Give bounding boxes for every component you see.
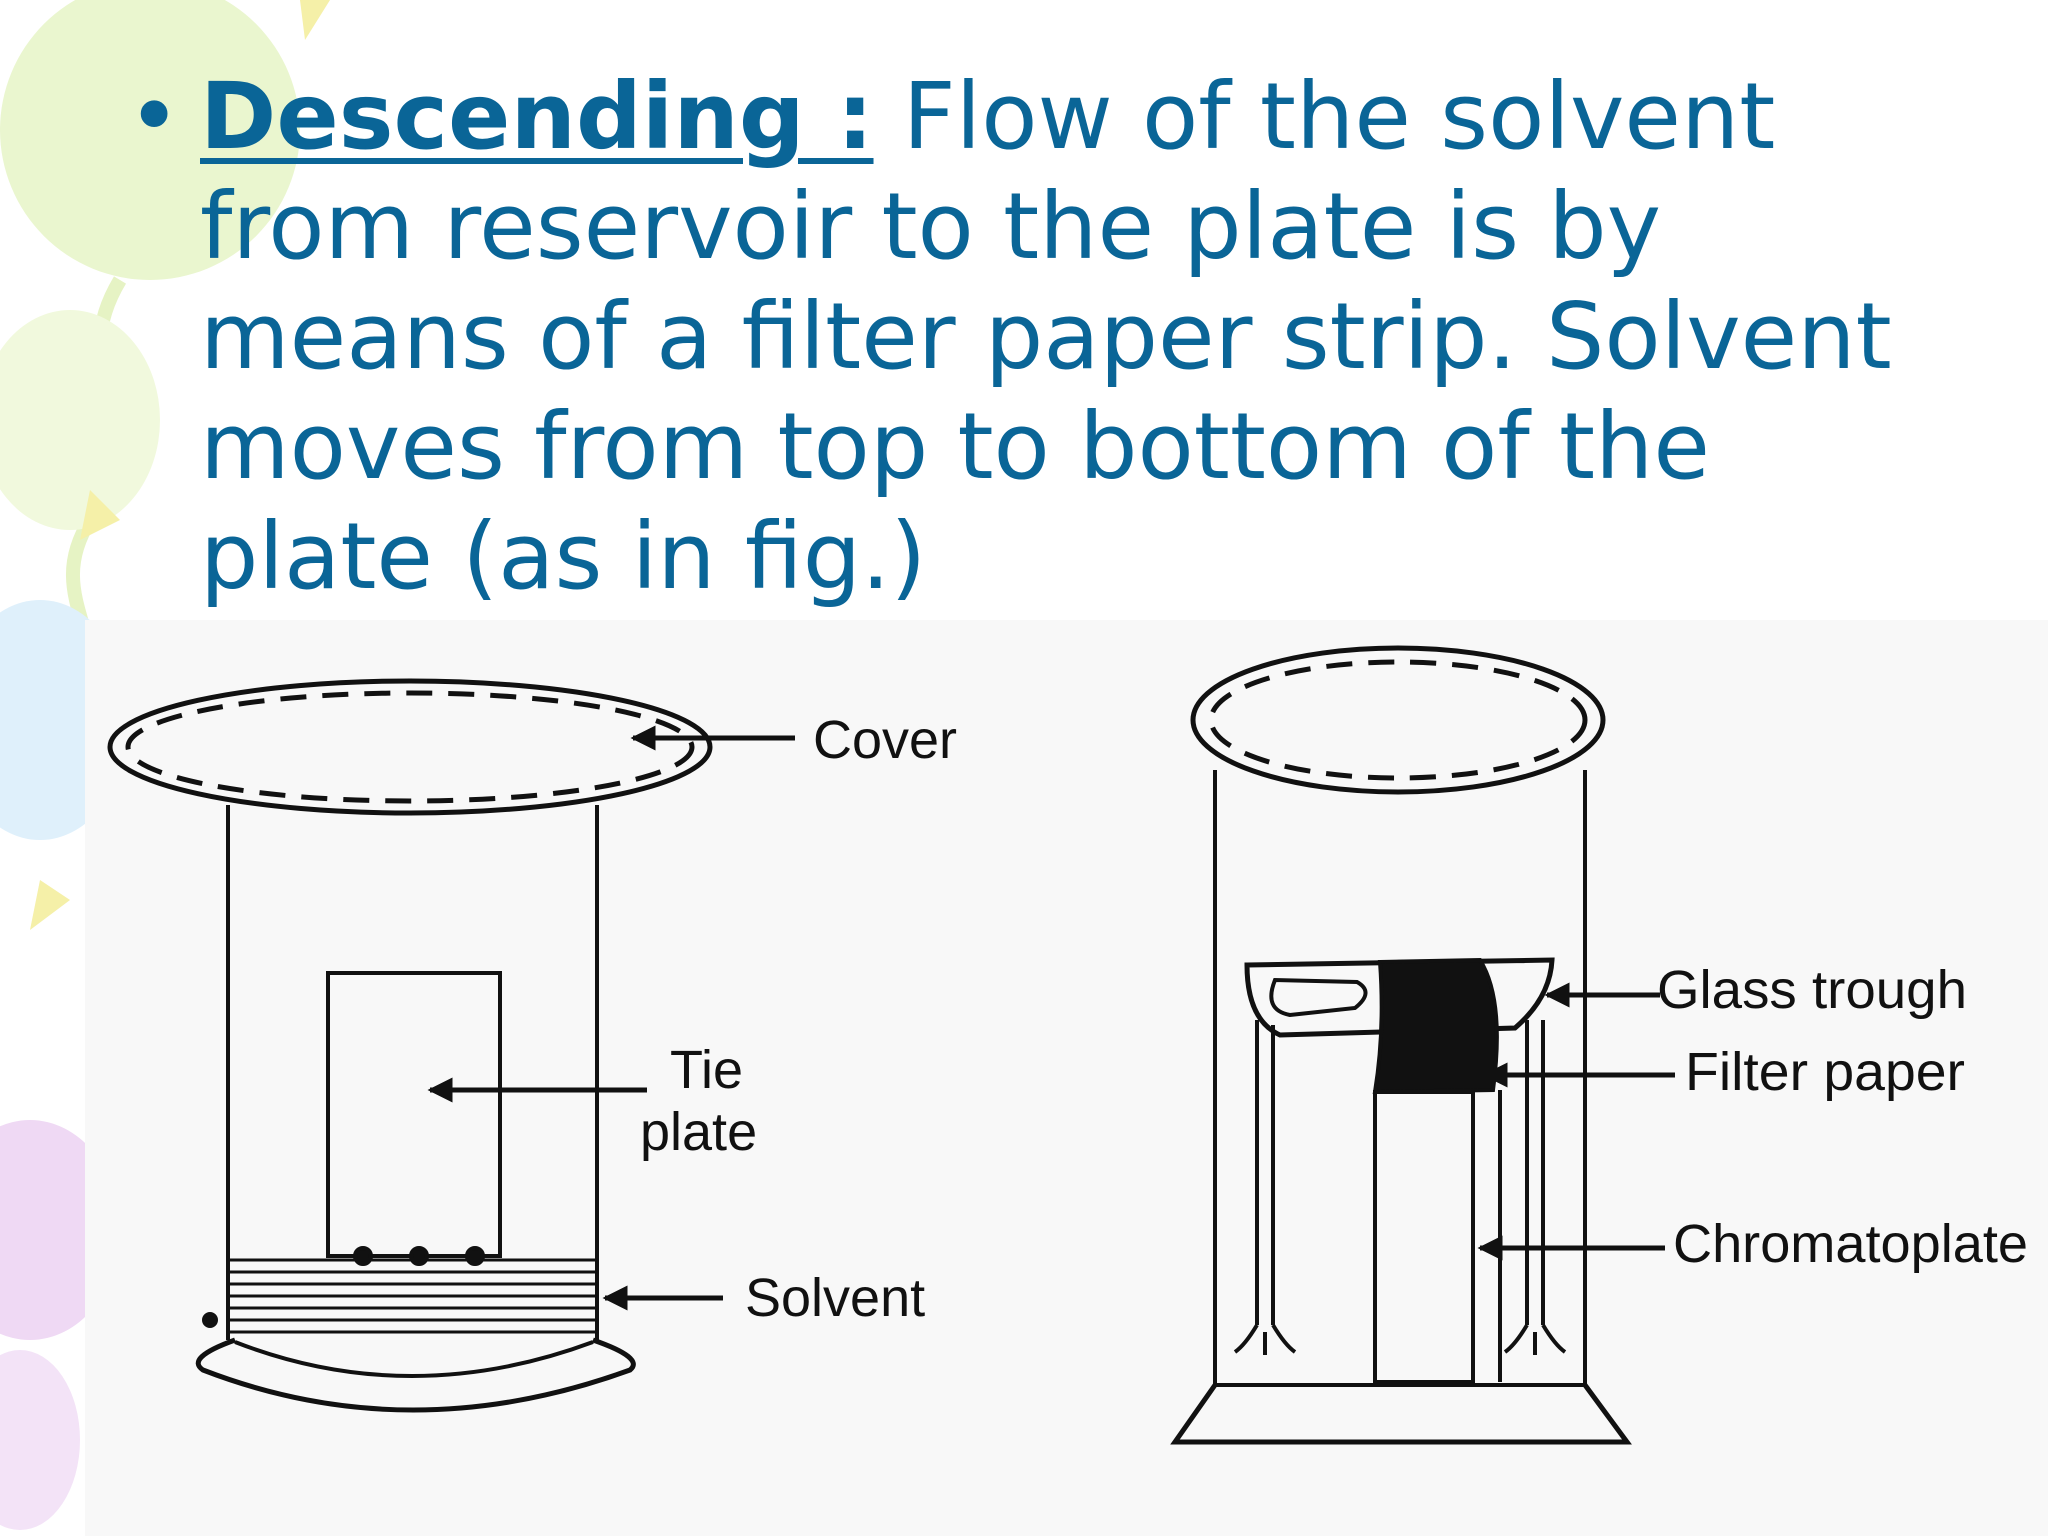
text-line-3: means of a filter paper strip. Solvent <box>200 283 1892 390</box>
bullet-point: • <box>127 63 182 170</box>
left-strip-fork <box>1233 1323 1297 1355</box>
paragraph: Descending : Flow of the solvent from re… <box>200 62 1990 612</box>
right-apparatus <box>1170 645 1675 1445</box>
text-line-4: moves from top to bottom of the <box>200 393 1710 500</box>
term-descending: Descending : <box>200 63 874 170</box>
descending-chromatography-figure: Cover Tie plate Solvent Glass trough Fil <box>107 645 2028 1445</box>
label-solvent: Solvent <box>745 1268 925 1328</box>
cover-ellipse-dashed <box>125 690 695 804</box>
spot-3 <box>465 1246 485 1266</box>
spot-2 <box>409 1246 429 1266</box>
yellow-confetti-shape-2 <box>80 490 120 540</box>
left-apparatus <box>107 678 795 1413</box>
label-plate: plate <box>640 1102 757 1162</box>
left-jar-base-inner <box>234 1340 594 1378</box>
glass-trough <box>1244 957 1555 1038</box>
stray-dot <box>202 1312 218 1328</box>
text-line-2: from reservoir to the plate is by <box>200 173 1662 280</box>
label-chromatoplate: Chromatoplate <box>1673 1214 2028 1274</box>
right-cover-ellipse-dashed <box>1208 659 1588 781</box>
text-line-5: plate (as in fig.) <box>200 503 927 610</box>
filter-paper-block <box>1372 957 1499 1095</box>
spot-1 <box>353 1246 373 1266</box>
left-jar-base <box>195 1337 636 1413</box>
yellow-confetti-shape <box>300 0 330 40</box>
figure-panel <box>85 620 2048 1536</box>
green-balloon-shape <box>0 0 300 280</box>
trough-roll <box>1269 977 1368 1018</box>
cover-ellipse-outer <box>107 678 713 816</box>
green-balloon-shape-2 <box>0 310 160 530</box>
chromatoplate-rect <box>1373 1090 1475 1384</box>
label-glass-trough: Glass trough <box>1657 960 1967 1020</box>
tie-plate-rect <box>326 971 502 1258</box>
label-filter-paper: Filter paper <box>1685 1042 1965 1102</box>
label-tie: Tie <box>670 1040 743 1100</box>
yellow-confetti-shape-3 <box>30 880 70 930</box>
purple-balloon-shape-2 <box>0 1350 80 1530</box>
solvent-lines <box>228 1258 597 1334</box>
right-strip-fork <box>1503 1323 1567 1355</box>
label-cover: Cover <box>813 710 957 770</box>
text-line-1-rest: Flow of the solvent <box>873 63 1776 170</box>
right-jar-base <box>1170 1383 1632 1445</box>
text-line-1: Descending : Flow of the solvent <box>200 62 1990 172</box>
right-cover-ellipse-outer <box>1190 645 1606 795</box>
